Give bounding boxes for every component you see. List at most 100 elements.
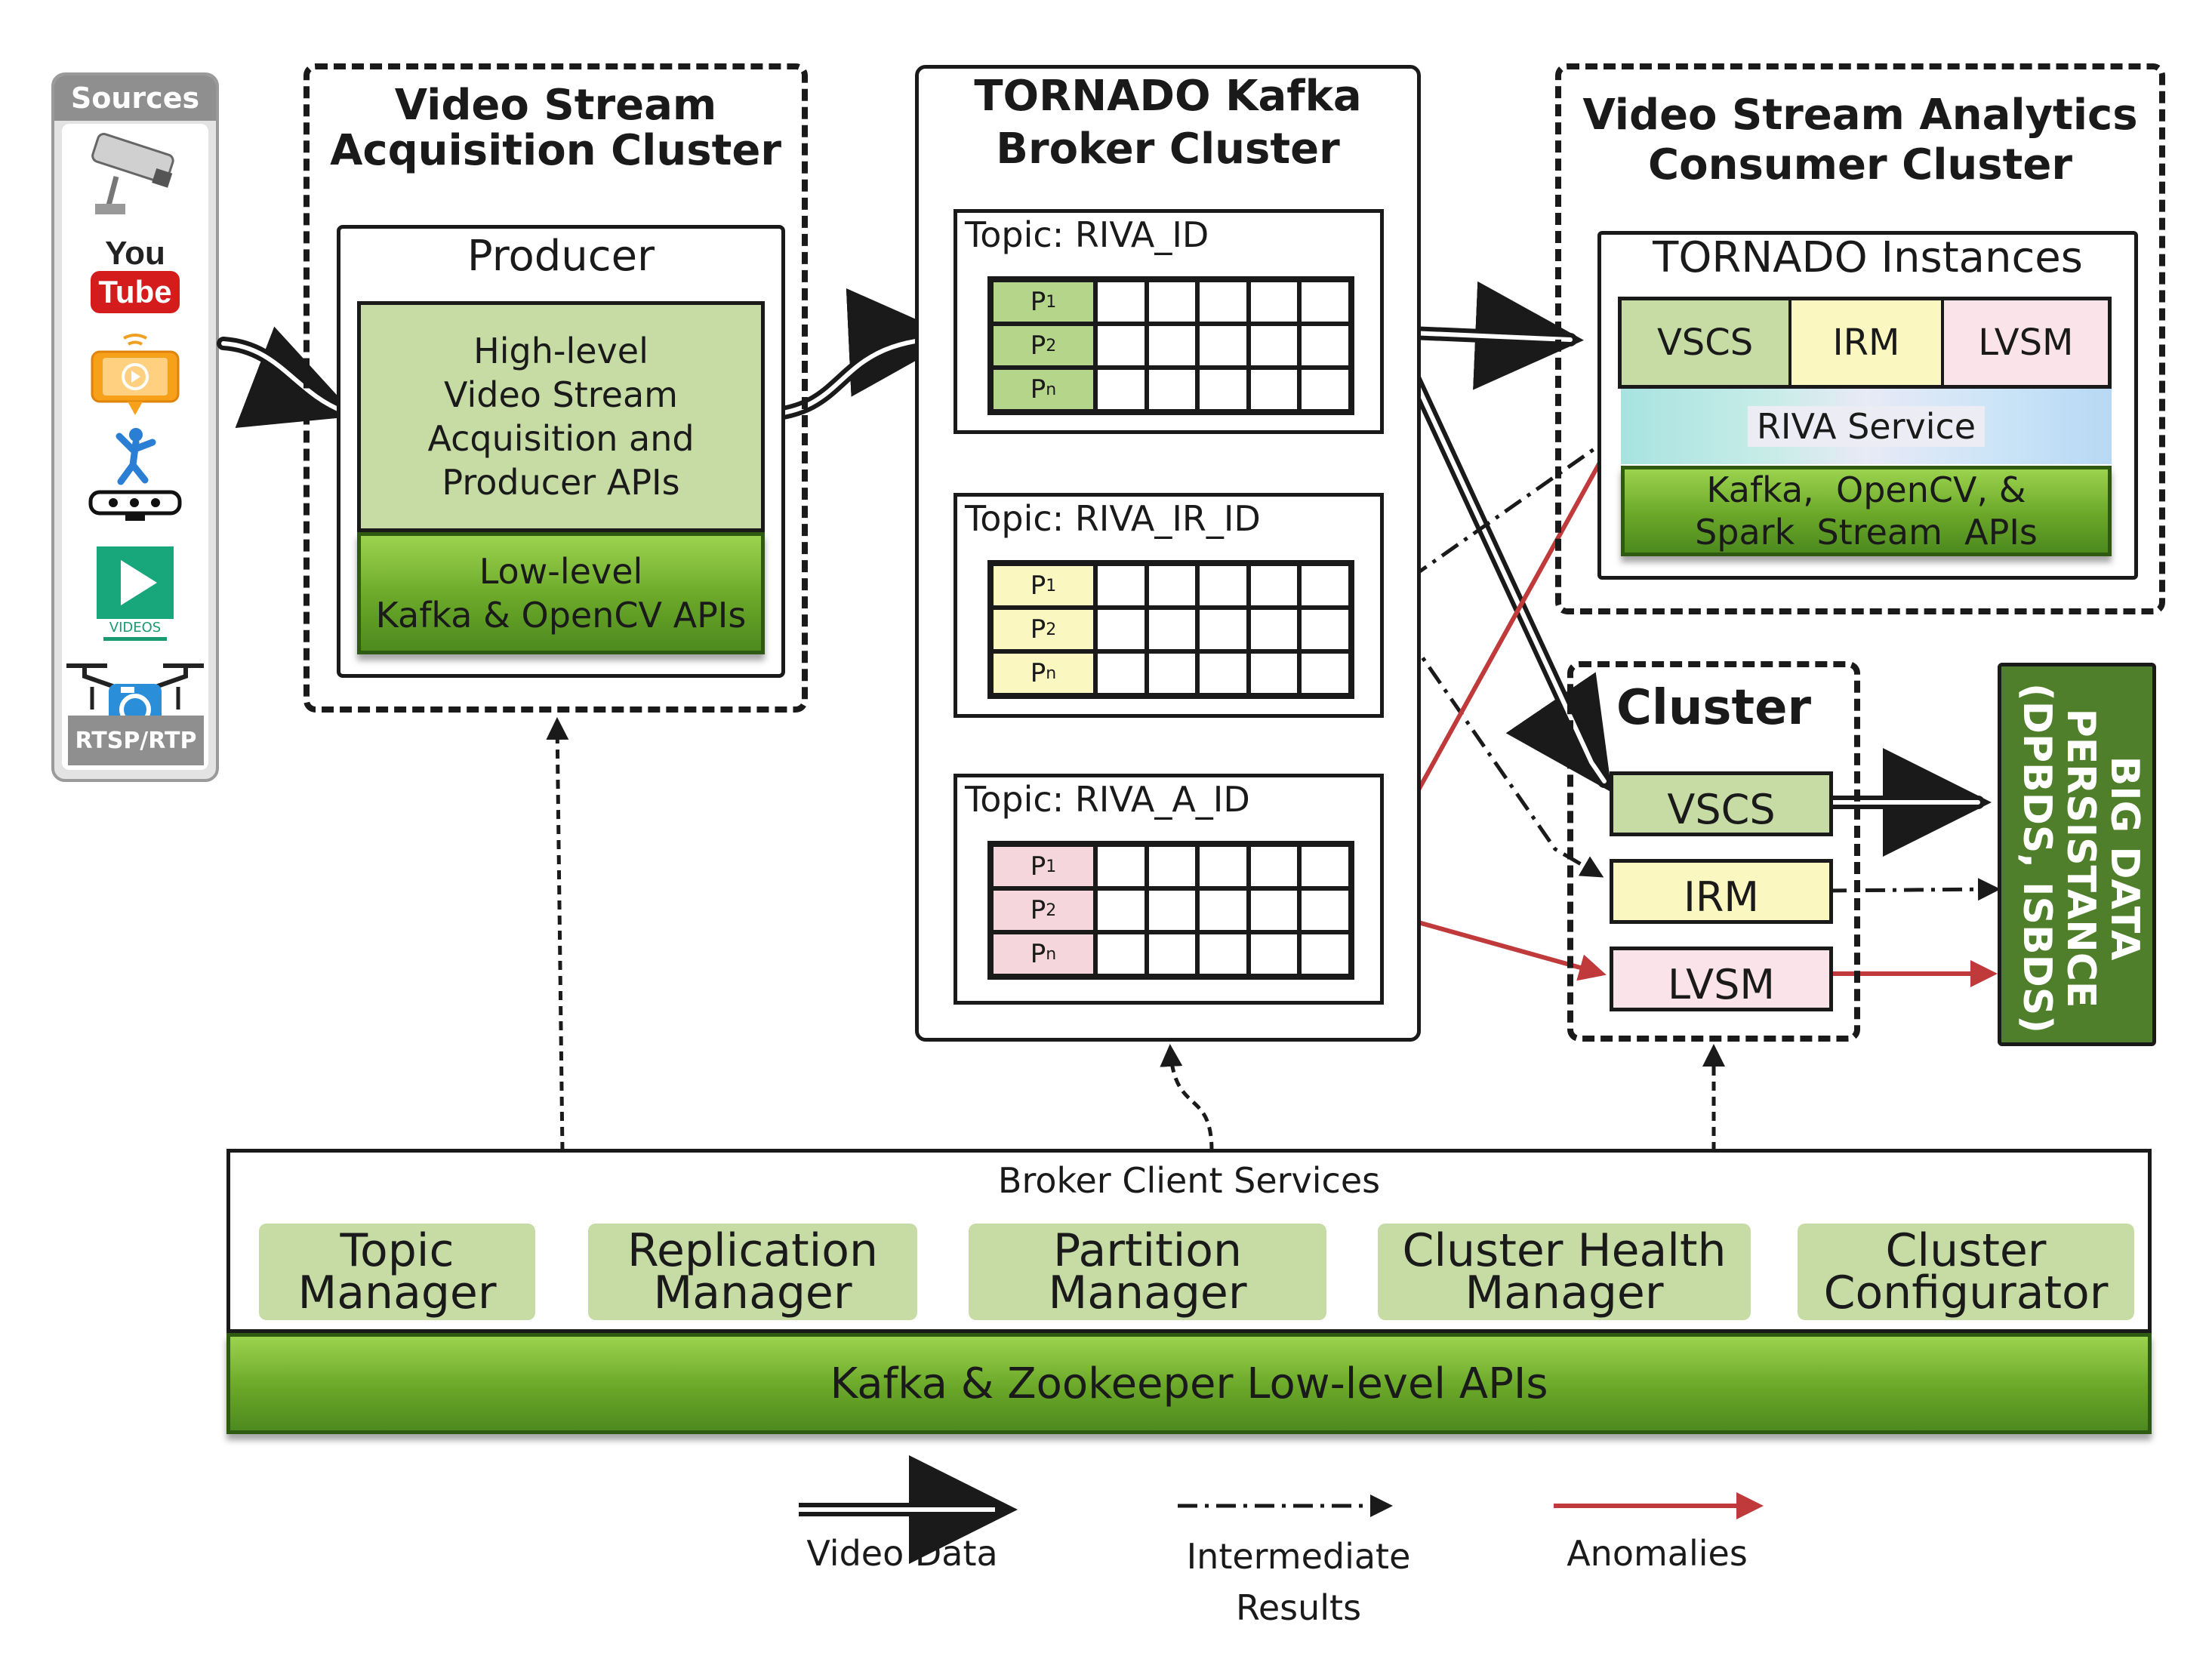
- acquisition-cluster: Video Stream Acquisition Cluster Produce…: [303, 63, 808, 713]
- partition-slot: [1197, 845, 1249, 888]
- tornado-instances: TORNADO Instances VSCS IRM LVSM RIVA Ser…: [1597, 231, 2138, 580]
- streaming-phone-icon: [62, 332, 208, 423]
- consumer-modules: VSCS IRM LVSM: [1618, 297, 2112, 389]
- cluster-health-manager: Cluster Health Manager: [1378, 1224, 1751, 1320]
- partition-slot: [1248, 845, 1300, 888]
- partition-slot: [1299, 280, 1351, 324]
- partition-slot: [1197, 280, 1249, 324]
- partition-slot: [1146, 608, 1198, 651]
- topic-name: Topic: RIVA_ID: [965, 214, 1209, 255]
- partition-slot: [1146, 368, 1198, 411]
- legend-video-data: Video Data: [806, 1533, 998, 1574]
- partition-slot: [1299, 845, 1351, 888]
- partition-slot: [1248, 651, 1300, 695]
- low-level-apis: Low-level Kafka & OpenCV APIs: [357, 532, 765, 654]
- partition-slot: [1248, 888, 1300, 932]
- partition-slot: [1146, 564, 1198, 608]
- consumer-apis: Kafka, OpenCV, & Spark Stream APIs: [1621, 466, 2112, 556]
- partition-slot: [1299, 651, 1351, 695]
- output-cluster: Cluster VSCS IRM LVSM: [1567, 661, 1860, 1042]
- partition-slot: [1095, 324, 1147, 368]
- partition-slot: [1197, 368, 1249, 411]
- cluster-configurator: Cluster Configurator: [1798, 1224, 2134, 1320]
- partition-slot: [1197, 651, 1249, 695]
- partition-slot: [1197, 932, 1249, 976]
- partition-slot: [1095, 845, 1147, 888]
- persistance-line2: PERSISTANCE: [2058, 708, 2103, 1008]
- partition-slot: [1146, 845, 1198, 888]
- consumer-cluster: Video Stream Analytics Consumer Cluster …: [1555, 63, 2165, 614]
- partition-slot: [1095, 608, 1147, 651]
- output-cluster-title: Cluster: [1616, 680, 1812, 736]
- producer-box: Producer High-level Video Stream Acquisi…: [337, 225, 785, 678]
- partition-slot: [1095, 888, 1147, 932]
- sources-header: Sources: [54, 75, 216, 121]
- broker-cluster: TORNADO Kafka Broker Cluster Topic: RIVA…: [915, 65, 1421, 1042]
- tornado-instances-label: TORNADO Instances: [1653, 233, 2083, 282]
- partition-slot: [1146, 651, 1198, 695]
- sources-panel: Sources You Tube: [51, 72, 219, 782]
- acquisition-title: Video Stream Acquisition Cluster: [330, 81, 781, 175]
- partition-slot: [1197, 888, 1249, 932]
- partition-slot: [1248, 368, 1300, 411]
- consumer-module-vscs: VSCS: [1622, 300, 1792, 385]
- topic-name: Topic: RIVA_A_ID: [965, 779, 1250, 820]
- kafka-zookeeper-apis: Kafka & Zookeeper Low-level APIs: [226, 1333, 2152, 1434]
- partition-slot: [1299, 368, 1351, 411]
- partition-slot: [1248, 608, 1300, 651]
- partition-slot: [1197, 608, 1249, 651]
- partition-slot: [1197, 324, 1249, 368]
- partition-slot: [1248, 564, 1300, 608]
- sources-list: You Tube: [62, 124, 208, 770]
- high-level-apis: High-level Video Stream Acquisition and …: [357, 301, 765, 532]
- cluster-module-lvsm: LVSM: [1610, 947, 1833, 1011]
- topic-manager: Topic Manager: [259, 1224, 535, 1320]
- partition-slot: [1299, 564, 1351, 608]
- video-play-icon: VIDEOS: [62, 543, 208, 642]
- partition-slot: [1146, 280, 1198, 324]
- partition-slot: [1095, 651, 1147, 695]
- partition-slot: [1248, 280, 1300, 324]
- youtube-icon: You Tube: [62, 229, 208, 320]
- persistance-line1: BIG DATA: [2102, 756, 2147, 961]
- partition-slot: [1095, 280, 1147, 324]
- partition-slot: [1299, 888, 1351, 932]
- big-data-persistance: BIG DATA PERSISTANCE (DPBDS, ISBDS): [1998, 663, 2156, 1046]
- partition-slot: [1299, 608, 1351, 651]
- video-data-arrows: [217, 281, 1992, 857]
- legend-anomalies: Anomalies: [1567, 1533, 1748, 1574]
- protocol-badge: RTSP/RTP: [68, 716, 204, 765]
- kinect-motion-icon: [62, 426, 208, 524]
- legend-lines: [799, 1455, 1764, 1564]
- broker-title: TORNADO Kafka Broker Cluster: [974, 72, 1362, 174]
- partition-manager: Partition Manager: [969, 1224, 1326, 1320]
- partition-slot: [1146, 888, 1198, 932]
- partition-slot: [1248, 324, 1300, 368]
- persistance-line3: (DPBDS, ISBDS): [2014, 683, 2060, 1033]
- cluster-module-vscs: VSCS: [1610, 771, 1833, 836]
- consumer-module-lvsm: LVSM: [1943, 300, 2108, 385]
- replication-manager: Replication Manager: [588, 1224, 917, 1320]
- riva-service: RIVA Service: [1621, 389, 2112, 464]
- broker-client-services: Broker Client Services Topic Manager Rep…: [226, 1149, 2152, 1333]
- partition-slot: [1095, 368, 1147, 411]
- topic-name: Topic: RIVA_IR_ID: [965, 498, 1261, 539]
- partition-slot: [1146, 324, 1198, 368]
- partition-slot: [1095, 564, 1147, 608]
- broker-client-title: Broker Client Services: [997, 1160, 1381, 1201]
- partition-slot: [1299, 932, 1351, 976]
- partition-slot: [1248, 932, 1300, 976]
